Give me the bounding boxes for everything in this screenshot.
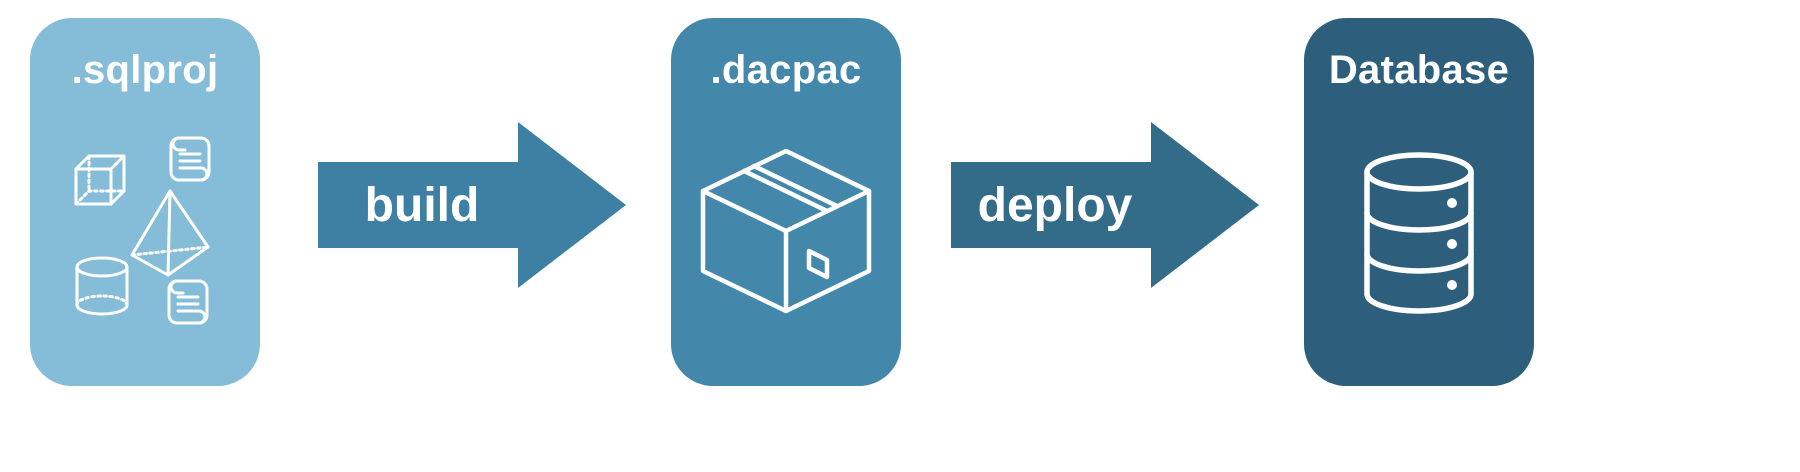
cylinder-icon bbox=[75, 256, 129, 315]
sqlproj-icons-svg bbox=[74, 136, 211, 324]
arrow-build-shape bbox=[318, 122, 626, 288]
database-icon-wrap bbox=[1304, 93, 1534, 386]
sqlproj-icon-cluster bbox=[30, 93, 260, 386]
node-sqlproj-label: .sqlproj bbox=[71, 48, 219, 92]
node-sqlproj: .sqlproj bbox=[30, 18, 260, 386]
arrow-deploy-shape bbox=[951, 122, 1259, 288]
arrow-build: build bbox=[318, 122, 626, 288]
arrow-build-polygon bbox=[318, 122, 626, 288]
arrow-deploy: deploy bbox=[951, 122, 1259, 288]
node-database-label: Database bbox=[1328, 48, 1510, 92]
node-dacpac-label: .dacpac bbox=[710, 48, 862, 92]
arrow-build-label: build bbox=[364, 178, 480, 232]
arrow-deploy-polygon bbox=[951, 122, 1259, 288]
package-box-icon bbox=[700, 148, 872, 313]
cube-icon bbox=[74, 154, 126, 205]
pyramid-icon bbox=[130, 189, 210, 276]
node-dacpac: .dacpac bbox=[671, 18, 901, 386]
scroll-icon bbox=[169, 136, 211, 181]
scroll-icon-2 bbox=[167, 279, 209, 324]
database-icon bbox=[1364, 151, 1474, 314]
dacpac-icon-wrap bbox=[671, 93, 901, 386]
node-database: Database bbox=[1304, 18, 1534, 386]
arrow-deploy-label: deploy bbox=[977, 178, 1133, 232]
